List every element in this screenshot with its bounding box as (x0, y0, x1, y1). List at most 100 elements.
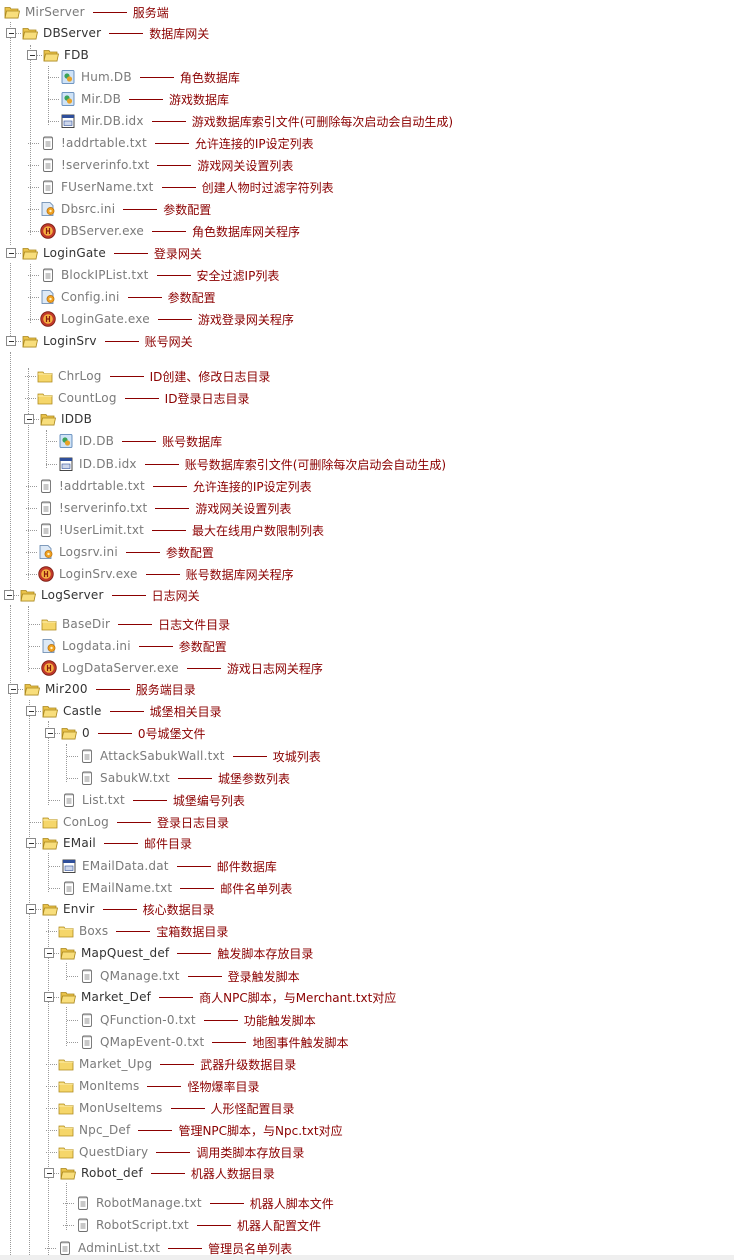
separator-dash (111, 594, 146, 596)
collapse-toggle-icon[interactable] (6, 336, 16, 346)
item-name: List.txt (82, 793, 125, 807)
collapse-toggle-icon[interactable] (45, 728, 55, 738)
item-description: 游戏数据库索引文件(可删除每次启动会自动生成) (191, 114, 454, 129)
collapse-toggle-icon[interactable] (26, 838, 36, 848)
tree-item[interactable]: FDB (43, 45, 89, 65)
collapse-toggle-icon[interactable] (26, 706, 36, 716)
tree-branch-line (46, 931, 57, 932)
tree-guide-line (30, 45, 31, 235)
item-name: Mir.DB.idx (81, 114, 144, 128)
tree-guide-line (66, 963, 67, 980)
tree-item[interactable]: IDDB (40, 409, 92, 429)
exe-file-icon (41, 660, 57, 676)
collapse-toggle-icon[interactable] (24, 414, 34, 424)
item-description: 功能触发脚本 (243, 1013, 316, 1028)
item-description: 机器人脚本文件 (249, 1196, 334, 1211)
collapse-toggle-icon[interactable] (4, 590, 14, 600)
item-name: QManage.txt (100, 969, 180, 983)
collapse-toggle-icon[interactable] (26, 904, 36, 914)
item-description: 角色数据库网关程序 (192, 224, 301, 239)
item-name: EMailData.dat (82, 859, 169, 873)
item-name: FDB (64, 48, 89, 62)
collapse-toggle-icon[interactable] (8, 684, 18, 694)
collapse-toggle-icon[interactable] (44, 992, 54, 1002)
item-name: !addrtable.txt (59, 479, 145, 493)
db-file-icon (60, 91, 76, 107)
item-description: ID创建、修改日志目录 (149, 369, 271, 384)
separator-dash (129, 98, 164, 100)
collapse-toggle-icon[interactable] (6, 28, 16, 38)
item-name: !serverinfo.txt (59, 501, 148, 515)
item-name: QMapEvent-0.txt (100, 1035, 205, 1049)
bottom-scroll-bar[interactable] (0, 1255, 734, 1260)
collapse-toggle-icon[interactable] (44, 948, 54, 958)
separator-dash (212, 1041, 247, 1043)
collapse-toggle-icon[interactable] (6, 248, 16, 258)
item-name: Mir.DB (81, 92, 122, 106)
tree-branch-line (67, 976, 78, 977)
tree-guide-line (30, 264, 31, 323)
folder-open-icon (24, 681, 40, 697)
collapse-toggle-icon[interactable] (27, 50, 37, 60)
idx-file-icon (61, 858, 77, 874)
tree-item[interactable]: Mir.DB.idx 游戏数据库索引文件(可删除每次启动会自动生成) (60, 111, 453, 131)
collapse-toggle-icon[interactable] (44, 1168, 54, 1178)
item-name: LoginSrv (43, 334, 97, 348)
ini-file-icon (38, 544, 54, 560)
separator-dash (156, 1151, 191, 1153)
